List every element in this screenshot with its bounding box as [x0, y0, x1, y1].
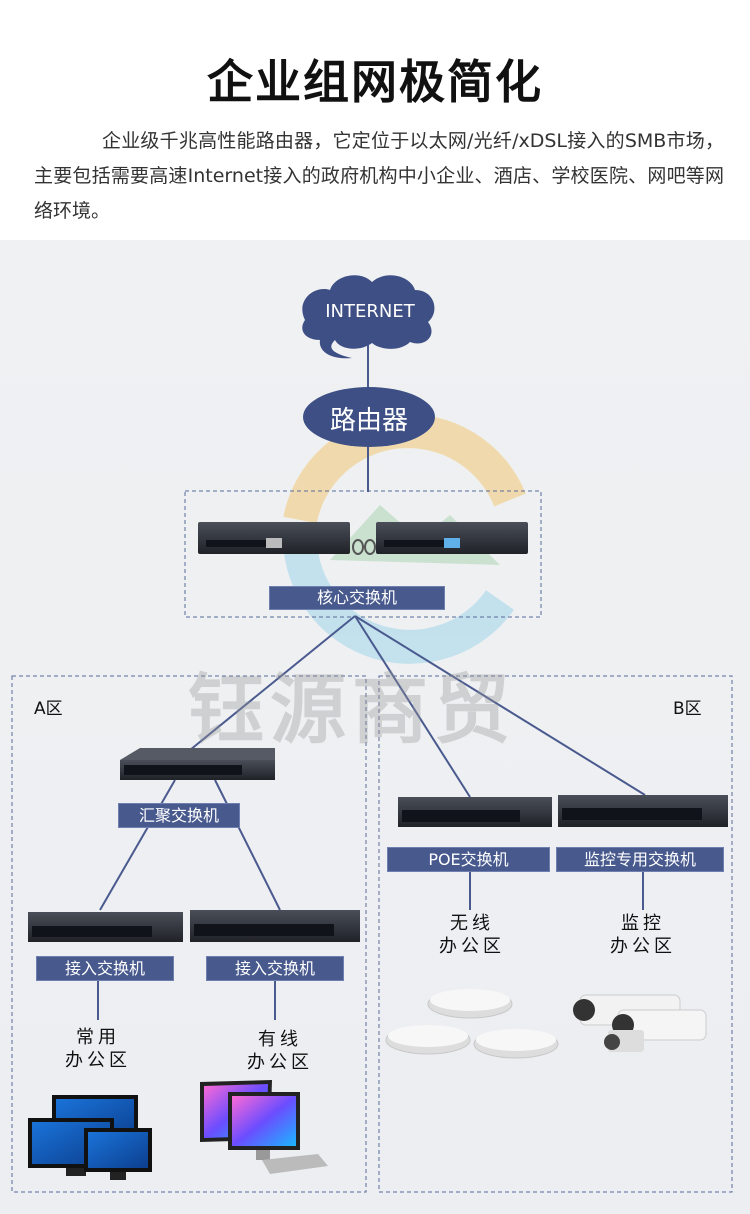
- internet-cloud-icon: [302, 275, 435, 359]
- monitoring-switch-label: 监控专用交换机: [556, 847, 724, 872]
- core-switch-right-icon: [376, 522, 528, 554]
- office-monitoring-line1: 监控: [621, 913, 665, 934]
- router-label: 路由器: [329, 406, 408, 436]
- office-common-line1: 常用: [76, 1027, 120, 1048]
- wireless-access-point-icon: [385, 989, 559, 1059]
- intro-paragraph: 企业级千兆高性能路由器，它定位于以太网/光纤/xDSL接入的SMB市场，主要包括…: [34, 130, 724, 222]
- office-wired-line1: 有线: [258, 1029, 302, 1050]
- access-switch-right-label: 接入交换机: [206, 956, 344, 981]
- office-wireless-line1: 无线: [450, 913, 494, 934]
- aggregation-switch-label: 汇聚交换机: [118, 803, 240, 828]
- internet-label: INTERNET: [325, 301, 415, 322]
- desktop-monitors-icon: [28, 1095, 152, 1180]
- office-wired-label: 有线 办公区: [238, 1028, 322, 1074]
- poe-switch-label: POE交换机: [387, 847, 550, 872]
- core-switch-left-icon: [198, 522, 350, 554]
- surveillance-camera-icon: [573, 994, 707, 1052]
- office-monitoring-label: 监控 办公区: [601, 912, 685, 958]
- all-in-one-pc-icon: [200, 1080, 328, 1174]
- poe-switch-icon: [398, 797, 552, 827]
- zone-b-label: B区: [673, 699, 702, 719]
- office-common-label: 常用 办公区: [56, 1026, 140, 1072]
- connection-lines: [97, 345, 646, 1020]
- core-switch-label: 核心交换机: [269, 586, 445, 610]
- router-node-icon: [303, 387, 435, 447]
- zone-a-label: A区: [34, 699, 63, 719]
- access-switch-right-icon: [190, 910, 360, 942]
- access-switch-left-icon: [28, 912, 183, 942]
- aggregation-switch-icon: [120, 748, 275, 780]
- office-common-line2: 办公区: [65, 1050, 131, 1071]
- office-wireless-label: 无线 办公区: [430, 912, 514, 958]
- zone-b-border: [378, 675, 733, 1193]
- zone-a-border: [11, 675, 367, 1193]
- office-monitoring-line2: 办公区: [610, 936, 676, 957]
- core-zone-border: [184, 490, 542, 618]
- fiber-link-icon: [352, 539, 376, 555]
- page-title: 企业组网极简化: [207, 55, 543, 109]
- office-wired-line2: 办公区: [247, 1052, 313, 1073]
- watermark-text: 钰源商贸: [188, 665, 516, 754]
- office-wireless-line2: 办公区: [439, 936, 505, 957]
- monitoring-switch-icon: [558, 795, 728, 827]
- access-switch-left-label: 接入交换机: [36, 956, 174, 981]
